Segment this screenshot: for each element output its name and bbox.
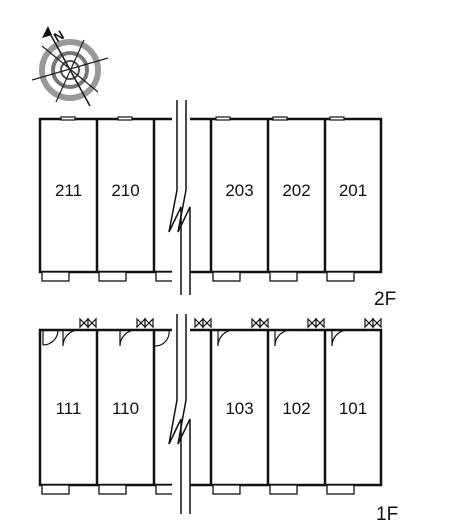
unit-101: 101 (339, 399, 367, 418)
floor-2f: 211 210 203 202 201 2F (38, 100, 396, 310)
unit-201: 201 (339, 181, 367, 200)
floor-label-2f: 2F (374, 289, 396, 310)
unit-103: 103 (225, 399, 253, 418)
door-swing (42, 329, 59, 346)
unit-210: 210 (111, 181, 139, 200)
unit-211: 211 (55, 181, 82, 200)
unit-202: 202 (282, 181, 310, 200)
floor-1f: 111 110 103 102 101 1F (38, 314, 398, 525)
floor-label-1f: 1F (376, 504, 398, 525)
unit-111: 111 (56, 399, 82, 418)
unit-110: 110 (112, 399, 139, 418)
unit-203: 203 (225, 181, 253, 200)
compass-rose-icon (31, 26, 109, 107)
unit-102: 102 (282, 399, 310, 418)
